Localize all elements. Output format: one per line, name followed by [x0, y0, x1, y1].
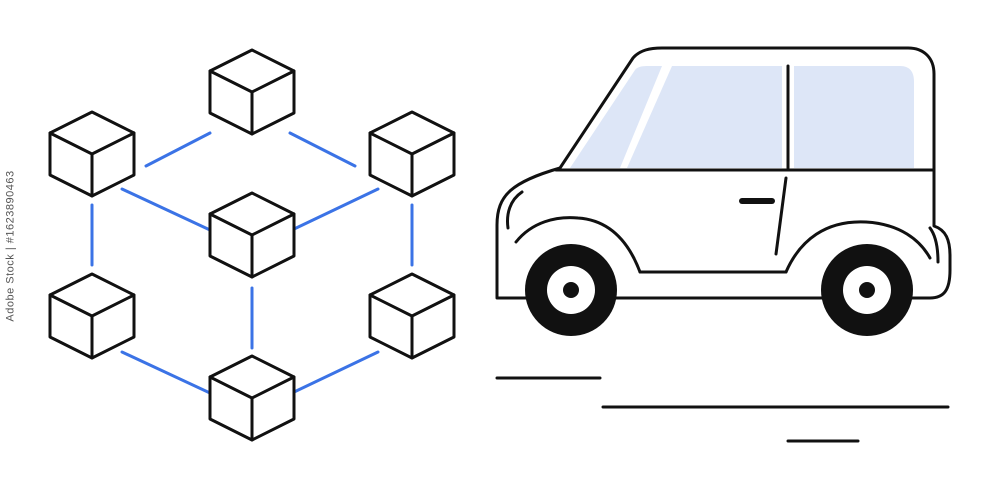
- connector-top-left: [144, 131, 212, 168]
- cube-center: [208, 191, 296, 279]
- connector-bottom-right: [290, 350, 380, 395]
- rear-wheel-icon: [525, 244, 617, 336]
- front-wheel-icon: [821, 244, 913, 336]
- cube-upper-left: [48, 110, 136, 198]
- car-rear-window: [570, 66, 662, 168]
- cube-lower-right: [368, 272, 456, 360]
- car-front-bumper-line: [928, 226, 940, 264]
- car-front-window: [627, 66, 782, 168]
- cube-connectors: [90, 131, 414, 395]
- cube-top: [208, 48, 296, 136]
- connector-top-right: [288, 131, 357, 168]
- car-rear-lamp: [506, 190, 524, 230]
- cube-bottom: [208, 354, 296, 442]
- cube-lower-left: [48, 272, 136, 360]
- car-wheels: [525, 244, 913, 336]
- car-side-window: [794, 66, 914, 168]
- cube-network-icon: [48, 48, 456, 442]
- stock-id-text: Adobe Stock | #1623890463: [5, 170, 18, 322]
- ground-motion-lines: [495, 376, 950, 443]
- cube-upper-right: [368, 110, 456, 198]
- connector-left-center: [120, 187, 212, 232]
- connector-right-center: [290, 187, 380, 232]
- car-door-line: [774, 176, 788, 256]
- connector-bottom-left: [120, 350, 212, 395]
- hatchback-car-icon: [495, 46, 952, 300]
- stock-id-watermark: Adobe Stock | #1623890463: [0, 0, 22, 492]
